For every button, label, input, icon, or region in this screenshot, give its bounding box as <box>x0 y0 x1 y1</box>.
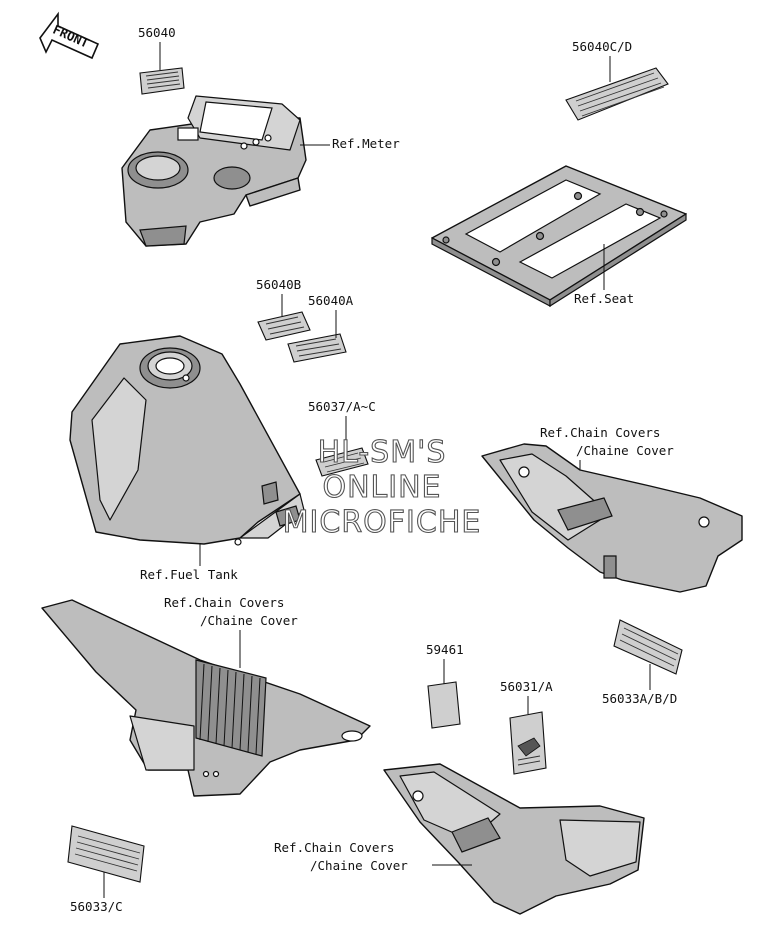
meter-assembly[interactable] <box>121 95 307 247</box>
chain-cover-upper-right[interactable] <box>481 443 743 593</box>
ref-chain-covers-1b: /Chaine Cover <box>576 443 674 458</box>
ref-chain-covers-1a: Ref.Chain Covers <box>540 425 660 440</box>
ref-seat-label: Ref.Seat <box>574 291 634 306</box>
decal-56040b[interactable] <box>257 311 311 341</box>
watermark-line-3: MICROFICHE <box>283 505 482 540</box>
decal-56040c-d[interactable] <box>565 67 669 121</box>
chain-cover-bottom-right[interactable] <box>383 763 645 915</box>
decal-56033-c[interactable] <box>67 825 145 883</box>
part-number-56037: 56037/A~C <box>308 399 376 414</box>
part-number-59461: 59461 <box>426 642 464 657</box>
decal-56040[interactable] <box>139 67 185 95</box>
front-arrow-icon: FRONT <box>39 11 100 60</box>
part-number-56040b: 56040B <box>256 277 301 292</box>
part-number-56031-a: 56031/A <box>500 679 553 694</box>
part-number-56033-c: 56033/C <box>70 899 123 914</box>
ref-fuel-tank-label: Ref.Fuel Tank <box>140 567 238 582</box>
label-59461[interactable] <box>427 681 461 729</box>
ref-meter-label: Ref.Meter <box>332 136 400 151</box>
part-number-56040c-d: 56040C/D <box>572 39 632 54</box>
fuel-tank[interactable] <box>69 335 305 546</box>
ref-chain-covers-3b: /Chaine Cover <box>310 858 408 873</box>
part-number-56040: 56040 <box>138 25 176 40</box>
ref-chain-covers-2b: /Chaine Cover <box>200 613 298 628</box>
seat-base[interactable] <box>431 165 687 308</box>
watermark-line-2: ONLINE <box>322 470 441 505</box>
decal-56031[interactable] <box>509 711 547 775</box>
ref-chain-covers-3a: Ref.Chain Covers <box>274 840 394 855</box>
chain-cover-middle-left[interactable] <box>41 599 371 797</box>
decal-56037[interactable] <box>315 447 369 477</box>
decal-56040a[interactable] <box>287 333 347 363</box>
ref-chain-covers-2a: Ref.Chain Covers <box>164 595 284 610</box>
watermark: HL-SM'S ONLINE MICROFICHE <box>282 434 482 540</box>
decal-56033a-b-d[interactable] <box>613 619 683 675</box>
part-number-56033a-b-d: 56033A/B/D <box>602 691 677 706</box>
part-number-56040a: 56040A <box>308 293 354 308</box>
watermark-line-1: HL-SM'S <box>318 435 447 470</box>
